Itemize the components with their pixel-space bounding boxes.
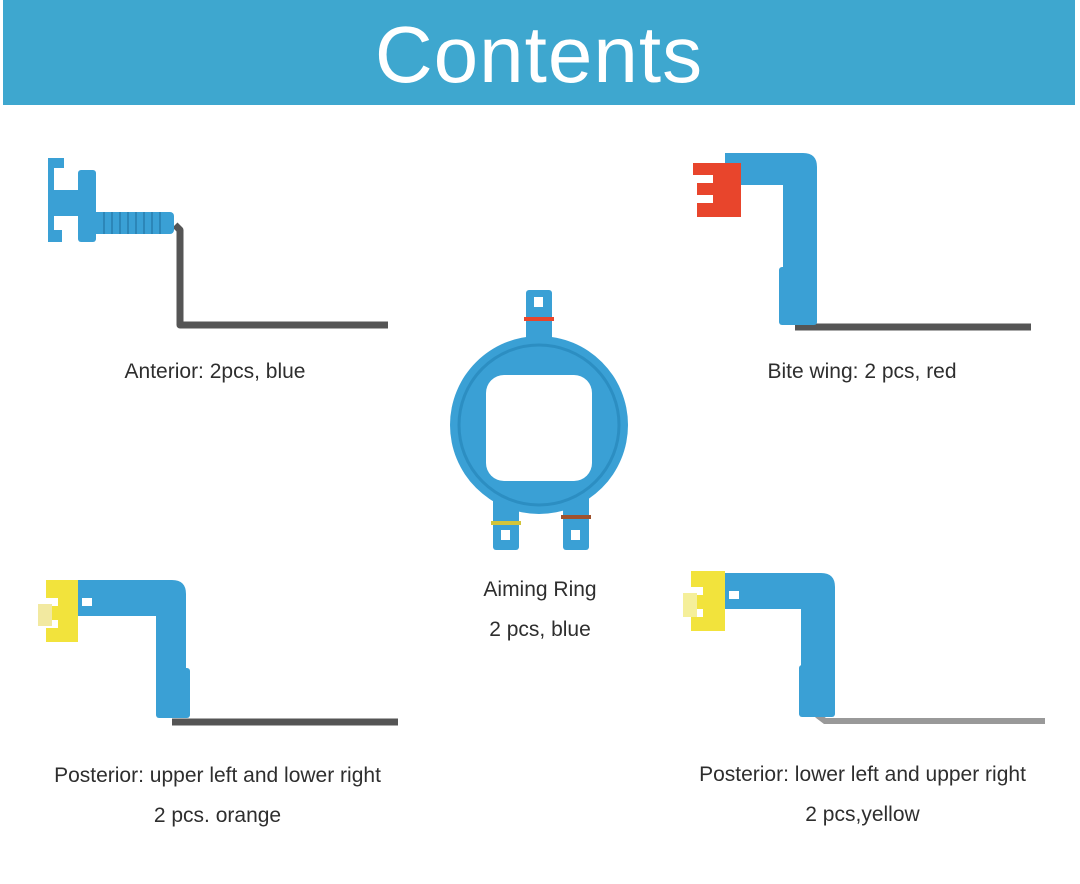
caption-anterior: Anterior: 2pcs, blue	[80, 352, 350, 392]
caption-line: Posterior: upper left and lower right	[54, 764, 381, 787]
caption-line: 2 pcs. orange	[153, 804, 282, 827]
page-title: Contents	[374, 9, 704, 99]
caption-line: 2 pcs, blue	[489, 618, 591, 641]
posterior-orange-holder-image	[38, 580, 398, 726]
posterior-yellow-holder-image	[683, 571, 1045, 724]
caption-posterior-yellow: Posterior: lower left and upper right 2 …	[665, 755, 1060, 835]
header-banner: Contents	[3, 0, 1075, 105]
caption-line: Anterior: 2pcs, blue	[124, 360, 306, 383]
caption-bite-wing: Bite wing: 2 pcs, red	[722, 352, 1002, 392]
bite-wing-holder-image	[693, 153, 1031, 331]
caption-aiming-ring: Aiming Ring 2 pcs, blue	[430, 570, 650, 650]
caption-line: Aiming Ring	[483, 578, 597, 601]
anterior-holder-image	[48, 158, 388, 329]
caption-line: Posterior: lower left and upper right	[699, 763, 1026, 786]
caption-posterior-orange: Posterior: upper left and lower right 2 …	[20, 756, 415, 836]
caption-line: 2 pcs,yellow	[805, 803, 920, 826]
aiming-ring-image	[450, 290, 628, 550]
caption-line: Bite wing: 2 pcs, red	[767, 360, 957, 383]
